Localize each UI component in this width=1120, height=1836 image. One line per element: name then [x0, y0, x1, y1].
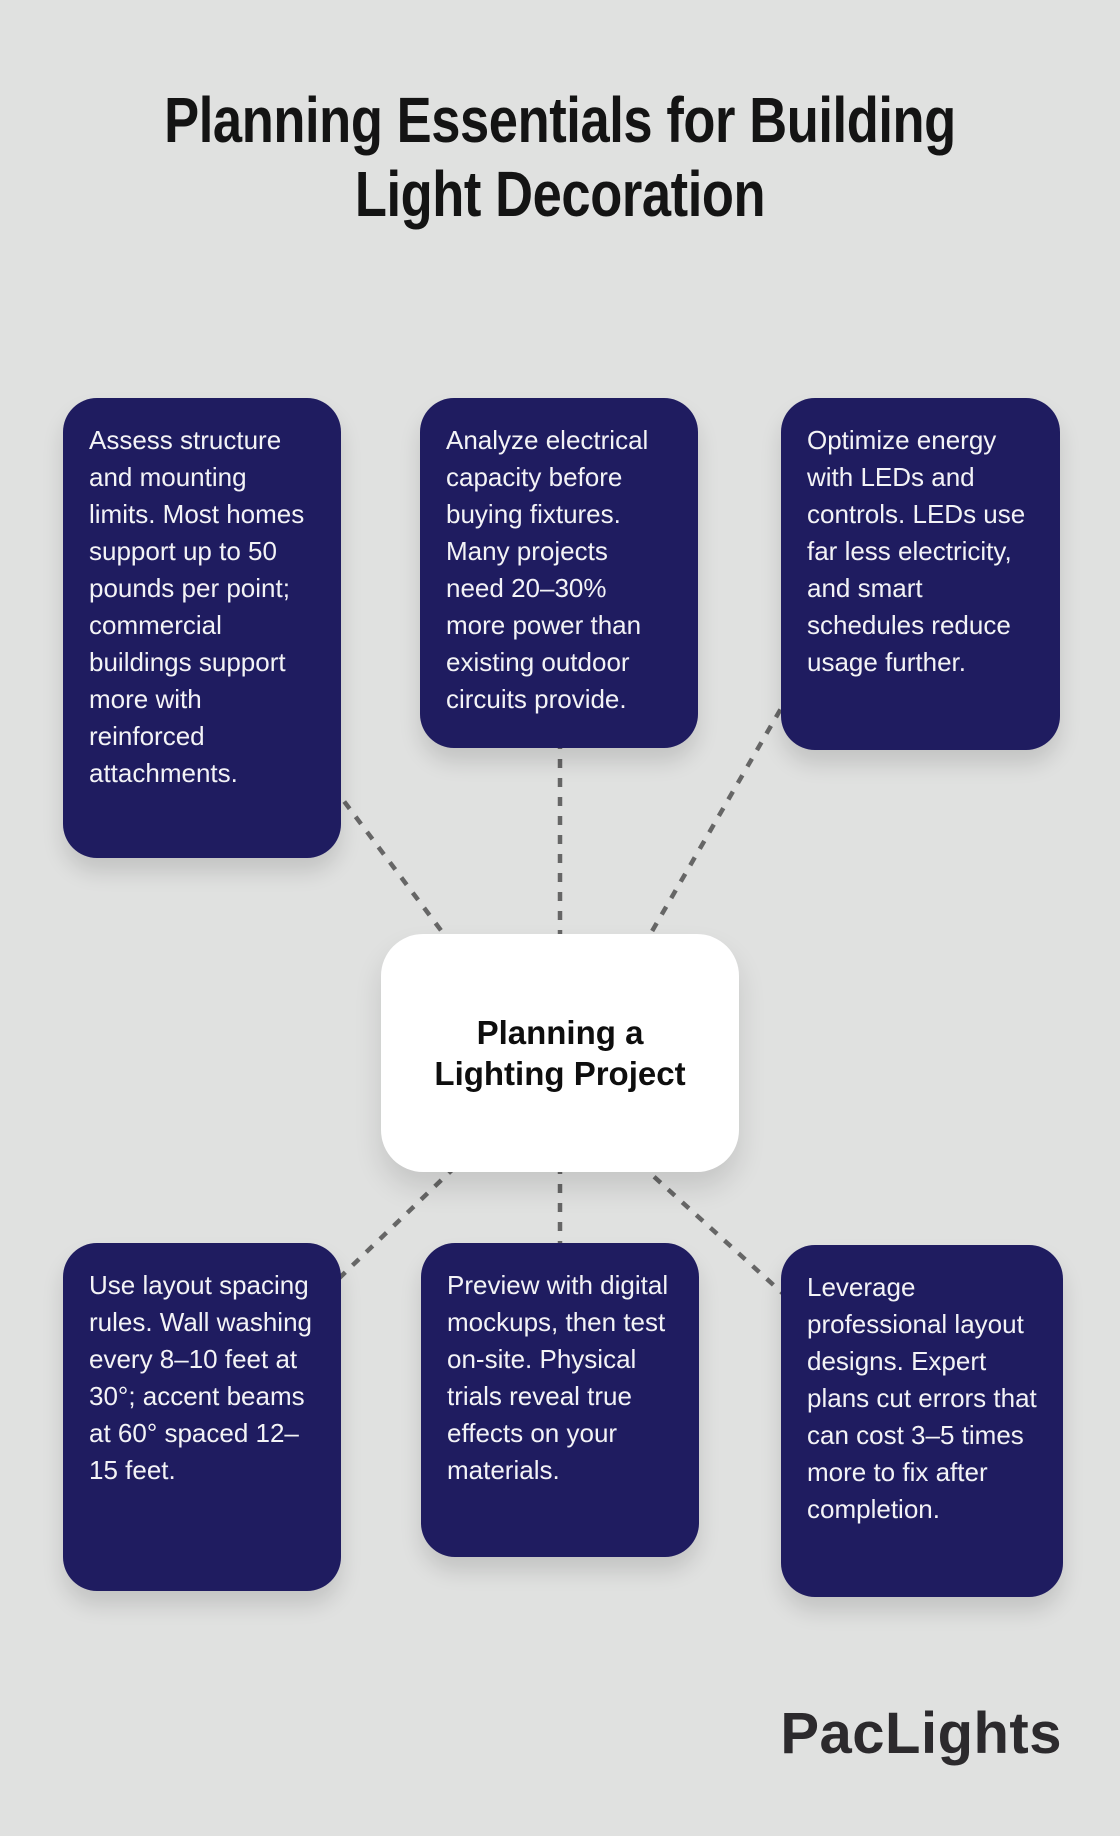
card-analyze-electrical: Analyze electrical capacity before buyin… [420, 398, 698, 748]
center-node: Planning a Lighting Project [381, 934, 739, 1172]
card-layout-spacing-text: Use layout spacing rules. Wall washing e… [89, 1270, 313, 1485]
card-assess-structure: Assess structure and mounting limits. Mo… [63, 398, 341, 858]
page-title: Planning Essentials for Building Light D… [164, 84, 956, 230]
card-layout-spacing: Use layout spacing rules. Wall washing e… [63, 1243, 341, 1591]
card-optimize-energy: Optimize energy with LEDs and controls. … [781, 398, 1060, 750]
connector-top-right [638, 691, 792, 954]
connector-bottom-right [638, 1162, 802, 1311]
card-assess-structure-text: Assess structure and mounting limits. Mo… [89, 425, 305, 788]
page-title-wrap: Planning Essentials for Building Light D… [0, 84, 1120, 231]
card-professional-layout: Leverage professional layout designs. Ex… [781, 1245, 1063, 1597]
card-analyze-electrical-text: Analyze electrical capacity before buyin… [446, 425, 649, 714]
center-node-label: Planning a Lighting Project [434, 1013, 686, 1092]
card-optimize-energy-text: Optimize energy with LEDs and controls. … [807, 425, 1026, 677]
brand-logo: PacLights [780, 1701, 1062, 1766]
card-preview-mockups: Preview with digital mockups, then test … [421, 1243, 699, 1557]
card-professional-layout-text: Leverage professional layout designs. Ex… [807, 1272, 1037, 1524]
card-preview-mockups-text: Preview with digital mockups, then test … [447, 1270, 669, 1485]
